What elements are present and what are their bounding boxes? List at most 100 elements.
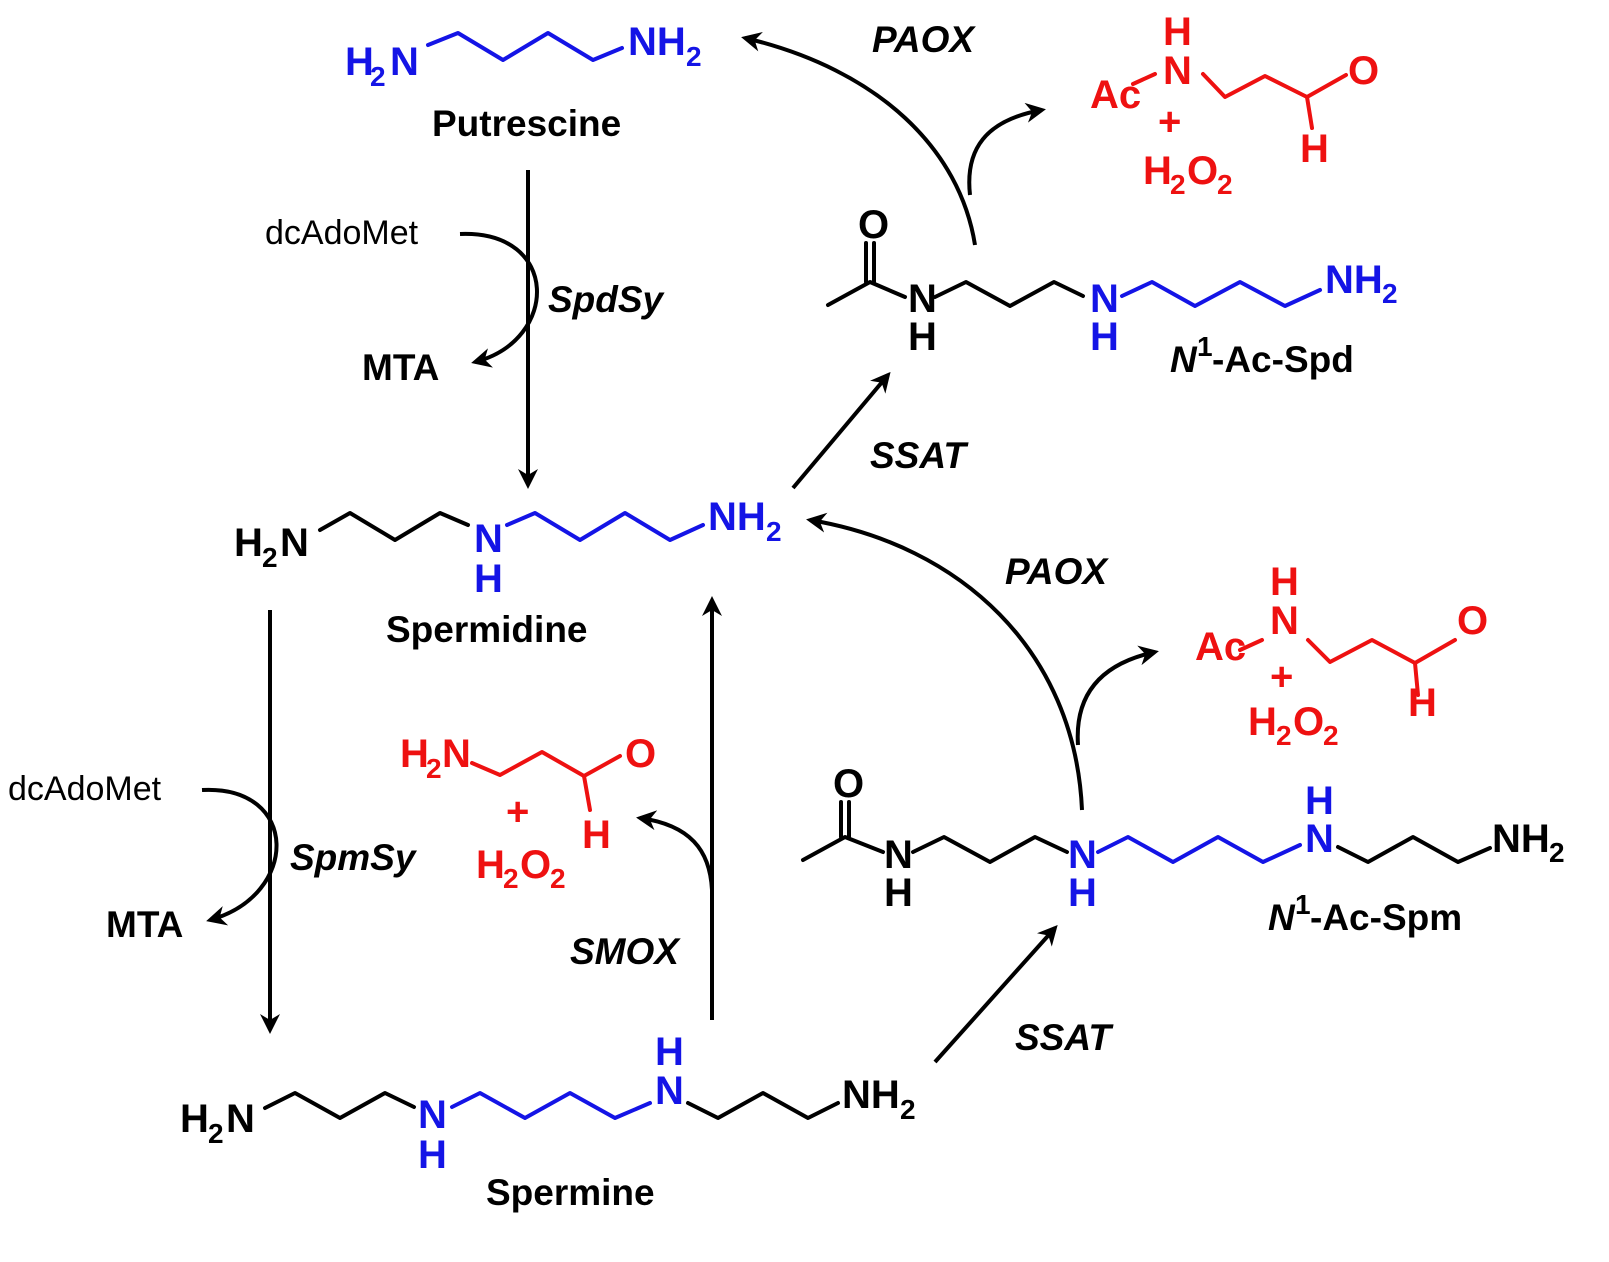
ac-spm-label-rest: -Ac-Spm (1310, 897, 1462, 938)
smox-h2o2-sub1: 2 (503, 863, 519, 894)
spmsy-cofactor-in: dcAdoMet (8, 770, 162, 808)
paox-top-h2o2-sub2: 2 (1217, 169, 1233, 200)
spdsy-cofactor-out: MTA (362, 347, 439, 388)
ssat-bottom-arrow (933, 925, 1058, 1064)
spermine-h: H (180, 1097, 209, 1141)
smox-h-sub: 2 (426, 753, 442, 784)
paox-top-ald-h: H (1300, 127, 1329, 171)
enzyme-spmsy: SpmSy (290, 837, 418, 878)
spdsy-cofactor-arrow (459, 231, 539, 368)
ac-spd-structure: O N H N H NH 2 (826, 203, 1398, 359)
spermidine-nh2: NH (708, 495, 766, 539)
ac-spm-nh1-h: H (1068, 871, 1097, 915)
ac-spd-label-rest: -Ac-Spd (1212, 339, 1354, 380)
spermidine-n: N (280, 521, 309, 565)
paox-top-n: N (1163, 49, 1192, 93)
spermidine-h: H (234, 521, 263, 565)
ac-spd-nh-n: N (1090, 277, 1119, 321)
ac-spd-term-sub: 2 (1382, 278, 1398, 309)
putrescine-structure: H 2 N NH 2 (345, 20, 702, 92)
spermine-h-sub: 2 (208, 1118, 224, 1149)
paox-top-plus: + (1158, 100, 1181, 144)
paox-top-h: H (1163, 10, 1192, 54)
smox-plus: + (506, 790, 529, 834)
ac-spm-label-n: N (1268, 897, 1296, 938)
ac-spd-term-nh: NH (1325, 258, 1383, 302)
paox-mid-arrow (806, 512, 1084, 811)
paox-mid-o: O (1457, 599, 1488, 643)
enzyme-ssat-bottom: SSAT (1015, 1017, 1114, 1058)
paox-top-h2o2-sub1: 2 (1170, 169, 1186, 200)
ac-spm-term-nh: NH (1492, 817, 1550, 861)
ac-spd-label-n: N (1170, 339, 1198, 380)
enzyme-paox-mid: PAOX (1005, 551, 1109, 592)
paox-mid-h2o2-h: H (1248, 700, 1277, 744)
ssat-top-arrow (791, 371, 891, 490)
ac-spm-nh2-h: H (1305, 779, 1334, 823)
spermine-label: Spermine (486, 1172, 655, 1213)
paox-top-arrow (741, 31, 977, 246)
spermine-nh1-n: N (418, 1093, 447, 1137)
paox-top-o: O (1348, 49, 1379, 93)
spmsy-cofactor-arrow (201, 787, 279, 926)
spermine-nh2-h: H (655, 1030, 684, 1074)
spermine-nh2-n: N (655, 1069, 684, 1113)
enzyme-ssat-top: SSAT (870, 435, 969, 476)
spermine-term-nh: NH (842, 1073, 900, 1117)
paox-top-h2o2-h: H (1143, 149, 1172, 193)
ac-spm-nh2-n: N (1305, 817, 1334, 861)
ac-spd-label: N 1 -Ac-Spd (1170, 331, 1354, 380)
paox-mid-byproduct: Ac H N O H + H 2 O 2 (1195, 560, 1488, 751)
putrescine-nh-atom: NH (628, 20, 686, 64)
spermidine-nh-n: N (474, 517, 503, 561)
enzyme-paox-top: PAOX (872, 19, 976, 60)
paox-mid-branch-arrow (1075, 645, 1159, 746)
smox-branch-arrow (636, 810, 714, 891)
smox-h2o2-o: O (520, 843, 551, 887)
smox-h: H (400, 732, 429, 776)
spmsy-cofactor-out: MTA (106, 904, 183, 945)
paox-top-byproduct: Ac H N O H + H 2 O 2 (1090, 10, 1379, 200)
smox-n: N (442, 732, 471, 776)
putrescine-nh-subscript: 2 (686, 41, 702, 72)
paox-mid-n: N (1270, 599, 1299, 643)
spermidine-nh-h: H (474, 557, 503, 601)
paox-top-ac: Ac (1090, 73, 1141, 117)
ac-spm-label-sup: 1 (1295, 889, 1311, 920)
ac-spm-amide-n: N (884, 833, 913, 877)
paox-mid-plus: + (1270, 655, 1293, 699)
putrescine-n-atom: N (390, 40, 419, 84)
ac-spm-o: O (833, 762, 864, 806)
paox-mid-ac: Ac (1195, 625, 1246, 669)
ac-spd-amide-h: H (908, 315, 937, 359)
paox-mid-ald-h: H (1408, 681, 1437, 725)
ac-spm-label: N 1 -Ac-Spm (1268, 889, 1462, 938)
spermine-n: N (226, 1097, 255, 1141)
ac-spm-amide-h: H (884, 871, 913, 915)
putrescine-h-atom: H (345, 40, 374, 84)
spermidine-structure: H 2 N N H NH 2 (234, 495, 782, 601)
smox-byproduct: H 2 N O H + H 2 O 2 (400, 732, 656, 894)
ac-spm-structure: O N H N H H N NH 2 (801, 762, 1565, 915)
ac-spm-term-sub: 2 (1549, 837, 1565, 868)
smox-h2o2-h: H (476, 843, 505, 887)
spermine-nh1-h: H (418, 1133, 447, 1177)
spermidine-nh2-sub: 2 (766, 516, 782, 547)
spermidine-label: Spermidine (386, 609, 588, 650)
paox-top-branch-arrow (967, 102, 1046, 196)
spermine-structure: H 2 N N H H N NH 2 (180, 1030, 916, 1177)
paox-mid-h2o2-o: O (1293, 700, 1324, 744)
smox-o: O (625, 732, 656, 776)
spermidine-h-sub: 2 (262, 542, 278, 573)
putrescine-label: Putrescine (432, 103, 621, 144)
ac-spd-amide-n: N (908, 277, 937, 321)
spdsy-cofactor-in: dcAdoMet (265, 214, 419, 252)
ac-spd-o: O (858, 203, 889, 247)
paox-mid-h: H (1270, 560, 1299, 604)
spermine-term-sub: 2 (900, 1094, 916, 1125)
paox-top-h2o2-o: O (1187, 149, 1218, 193)
ac-spd-label-sup: 1 (1197, 331, 1213, 362)
paox-mid-h2o2-sub2: 2 (1323, 720, 1339, 751)
enzyme-spdsy: SpdSy (548, 279, 666, 320)
smox-h2o2-sub2: 2 (550, 863, 566, 894)
